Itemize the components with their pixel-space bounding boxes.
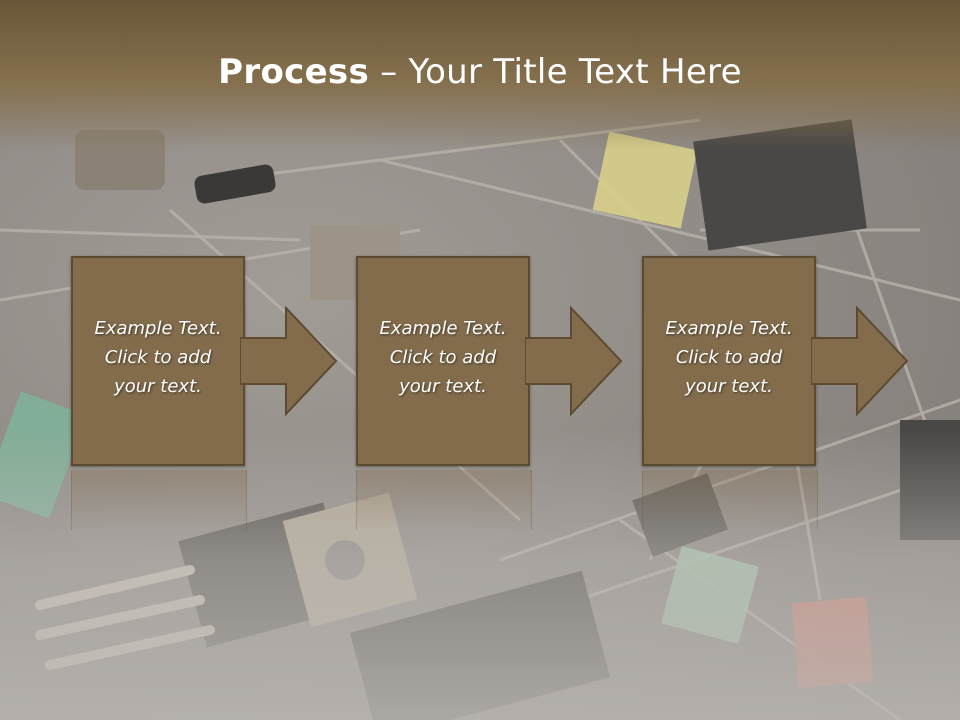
step-3-reflection: [642, 470, 818, 530]
process-step-3-box[interactable]: Example Text. Click to add your text.: [642, 256, 816, 466]
title-banner: [0, 0, 960, 150]
slide-title[interactable]: Process – Your Title Text Here: [0, 52, 960, 92]
process-arrow-3-icon: [811, 306, 909, 416]
step-1-text: Example Text. Click to add your text.: [94, 318, 222, 397]
process-step-2-box[interactable]: Example Text. Click to add your text.: [356, 256, 530, 466]
title-bold-part: Process: [218, 52, 370, 92]
process-step-1-box[interactable]: Example Text. Click to add your text.: [71, 256, 245, 466]
process-arrow-2-icon: [525, 306, 623, 416]
process-arrow-1-icon: [240, 306, 338, 416]
step-3-text: Example Text. Click to add your text.: [665, 318, 793, 397]
step-2-reflection: [356, 470, 532, 530]
bottom-fade-overlay: [0, 430, 960, 720]
step-2-text: Example Text. Click to add your text.: [379, 318, 507, 397]
title-rest-part: – Your Title Text Here: [369, 52, 742, 92]
step-1-reflection: [71, 470, 247, 530]
